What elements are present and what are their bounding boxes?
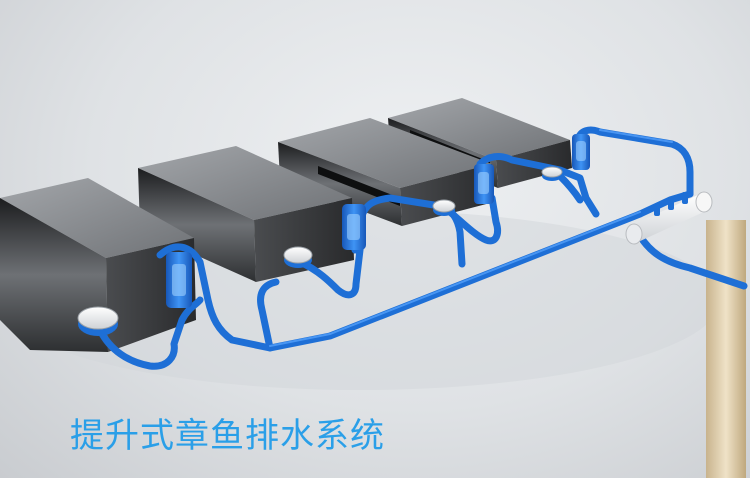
pipe-highlights	[269, 129, 673, 347]
condensate-collector-2	[283, 246, 313, 268]
vertical-drain-pipe	[706, 220, 746, 478]
condensate-collector-1	[77, 306, 119, 336]
lift-pump-2	[342, 204, 366, 250]
ac-unit-2	[138, 146, 354, 282]
header-pipe	[625, 191, 713, 245]
header-fittings	[654, 192, 688, 216]
condensate-collector-4	[541, 166, 563, 181]
lift-pump-1	[166, 252, 192, 308]
lift-pump-4	[572, 134, 590, 170]
lift-pump-3	[474, 164, 494, 204]
condensate-collector-3	[432, 199, 456, 216]
caption-title: 提升式章鱼排水系统	[70, 416, 385, 456]
